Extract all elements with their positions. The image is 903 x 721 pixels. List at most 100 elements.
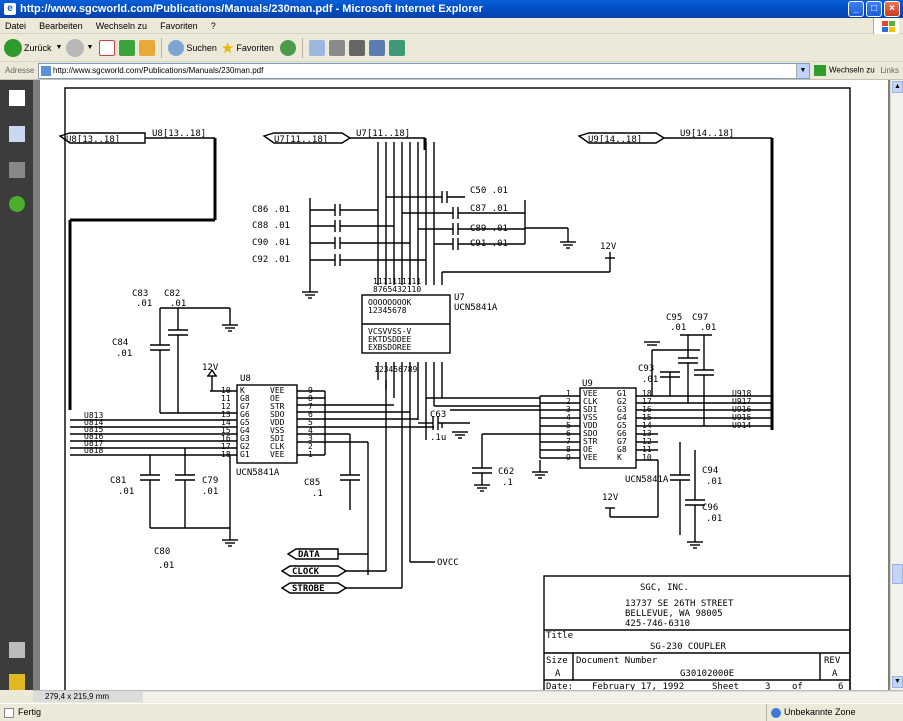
docnum-label: Document Number xyxy=(576,656,658,666)
u9-pin-name: VEE xyxy=(583,453,598,462)
u7-pin-numbers: 123456789 xyxy=(374,365,418,374)
bookmarks-icon[interactable] xyxy=(9,126,25,142)
horizontal-scrollbar[interactable] xyxy=(143,692,903,702)
cap-value: .01 xyxy=(170,299,186,309)
links-button[interactable]: Links xyxy=(880,66,899,75)
help-icon[interactable] xyxy=(9,196,25,212)
u8-net-label: U815 xyxy=(84,425,103,434)
u9-pin-number: 15 xyxy=(642,413,652,422)
binoculars-icon[interactable] xyxy=(9,162,25,178)
menu-help[interactable]: ? xyxy=(210,21,216,31)
menu-favoriten[interactable]: Favoriten xyxy=(160,21,198,31)
cap-value: .01 xyxy=(158,561,174,571)
messenger-icon[interactable] xyxy=(388,39,405,56)
pages-icon[interactable] xyxy=(9,90,25,106)
refresh-icon[interactable] xyxy=(119,39,136,56)
company-phone: 425-746-6310 xyxy=(625,619,690,629)
u8-pin-name: VEE xyxy=(270,386,285,395)
history-icon[interactable] xyxy=(279,39,296,56)
u9-pin-name: G6 xyxy=(617,429,627,438)
u9-net-label: U916 xyxy=(732,405,751,414)
u8-pin-name: SDI xyxy=(270,434,285,443)
u9-pin-number: 13 xyxy=(642,429,652,438)
u7-part: UCN5841A xyxy=(454,303,498,313)
close-button[interactable]: × xyxy=(884,1,900,17)
company-address: 13737 SE 26TH STREET xyxy=(625,599,734,609)
cap-label: C86 .01 xyxy=(252,205,290,215)
u7-inner: OOOOOOOOK xyxy=(368,298,412,307)
u7-label: U7 xyxy=(454,293,465,303)
u8-part: UCN5841A xyxy=(236,468,280,478)
go-button[interactable]: Wechseln zu xyxy=(814,65,875,76)
u9-pin-number: 2 xyxy=(566,397,571,406)
u8-pin-number: 4 xyxy=(308,426,313,435)
u9-pin-name: SDO xyxy=(583,429,598,438)
favorites-button[interactable]: ★ Favoriten xyxy=(221,37,274,59)
u9-net-label: U918 xyxy=(732,389,751,398)
forward-button[interactable]: ▼ xyxy=(66,37,93,59)
u8-pin-name: STR xyxy=(270,402,285,411)
menu-wechseln-zu[interactable]: Wechseln zu xyxy=(95,21,148,31)
date-value: February 17, 1992 xyxy=(592,682,684,690)
search-button[interactable]: Suchen xyxy=(166,37,217,59)
comments-icon[interactable] xyxy=(9,674,25,690)
u8-pin-number: 8 xyxy=(308,394,313,403)
bus-label-u9: U9[14..18] xyxy=(588,135,642,145)
attachment-icon[interactable] xyxy=(9,642,25,658)
pdf-size-bar: 279,4 x 215,9 mm xyxy=(33,690,903,702)
scroll-down-icon[interactable]: ▼ xyxy=(892,676,903,688)
u9-pin-number: 3 xyxy=(566,405,571,414)
u9-pin-name: G4 xyxy=(617,413,627,422)
u9-pin-name: G1 xyxy=(617,389,627,398)
edit-icon[interactable] xyxy=(348,39,365,56)
u9-pin-number: 17 xyxy=(642,397,652,406)
u8-pin-number: 12 xyxy=(221,402,231,411)
mail-icon[interactable] xyxy=(308,39,325,56)
cap-value: .01 xyxy=(706,477,722,487)
chevron-down-icon[interactable]: ▼ xyxy=(796,64,809,78)
menu-bearbeiten[interactable]: Bearbeiten xyxy=(39,21,83,31)
u8-pin-name: G8 xyxy=(240,394,250,403)
u9-pin-number: 7 xyxy=(566,437,571,446)
address-input[interactable]: http://www.sgcworld.com/Publications/Man… xyxy=(38,63,810,79)
address-url: http://www.sgcworld.com/Publications/Man… xyxy=(53,66,264,75)
u9-pin-number: 12 xyxy=(642,437,652,446)
maximize-button[interactable]: □ xyxy=(866,1,882,17)
back-button[interactable]: Zurück ▼ xyxy=(4,37,62,59)
u9-pin-name: G3 xyxy=(617,405,627,414)
back-arrow-icon xyxy=(4,38,22,57)
u8-pin-name: SDO xyxy=(270,410,285,419)
search-label: Suchen xyxy=(186,42,217,53)
u8-pin-name: G4 xyxy=(240,426,250,435)
stop-icon[interactable] xyxy=(99,39,116,56)
u8-pin-name: VEE xyxy=(270,450,285,459)
scroll-up-icon[interactable]: ▲ xyxy=(892,81,903,93)
go-label: Wechseln zu xyxy=(829,65,875,75)
menu-datei[interactable]: Datei xyxy=(5,21,27,31)
u9-pin-number: 9 xyxy=(566,453,571,462)
v12-label: 12V xyxy=(600,242,617,252)
bus-label-u7: U7[11..18] xyxy=(274,135,328,145)
u9-pin-name: G2 xyxy=(617,397,627,406)
u9-part: UCN5841A xyxy=(625,475,669,485)
research-icon[interactable] xyxy=(368,39,385,56)
u9-pin-number: 18 xyxy=(642,389,652,398)
v12-label: 12V xyxy=(202,363,219,373)
page-status-icon xyxy=(4,708,14,718)
u7-inner: VCSVVSS-V xyxy=(368,327,412,336)
cap-label: C87 .01 xyxy=(470,204,508,214)
scroll-thumb[interactable] xyxy=(892,564,903,584)
cap-label: C85 xyxy=(304,478,320,488)
cap-label: C50 .01 xyxy=(470,186,508,196)
cap-label: C88 .01 xyxy=(252,221,290,231)
page-icon xyxy=(41,66,51,76)
print-icon[interactable] xyxy=(328,39,345,56)
home-icon[interactable] xyxy=(139,39,156,56)
schematic-drawing: U8[13..18] U8[13..18] U7[11..18] U7[11..… xyxy=(58,87,851,690)
u7-pin-numbers: 1111111111 xyxy=(373,277,421,286)
minimize-button[interactable]: _ xyxy=(848,1,864,17)
u8-pin-name: CLK xyxy=(270,442,285,451)
vertical-scrollbar[interactable]: ▲ ▼ xyxy=(890,80,903,690)
u9-pin-name: G7 xyxy=(617,437,627,446)
cap-label: C95 xyxy=(666,313,682,323)
